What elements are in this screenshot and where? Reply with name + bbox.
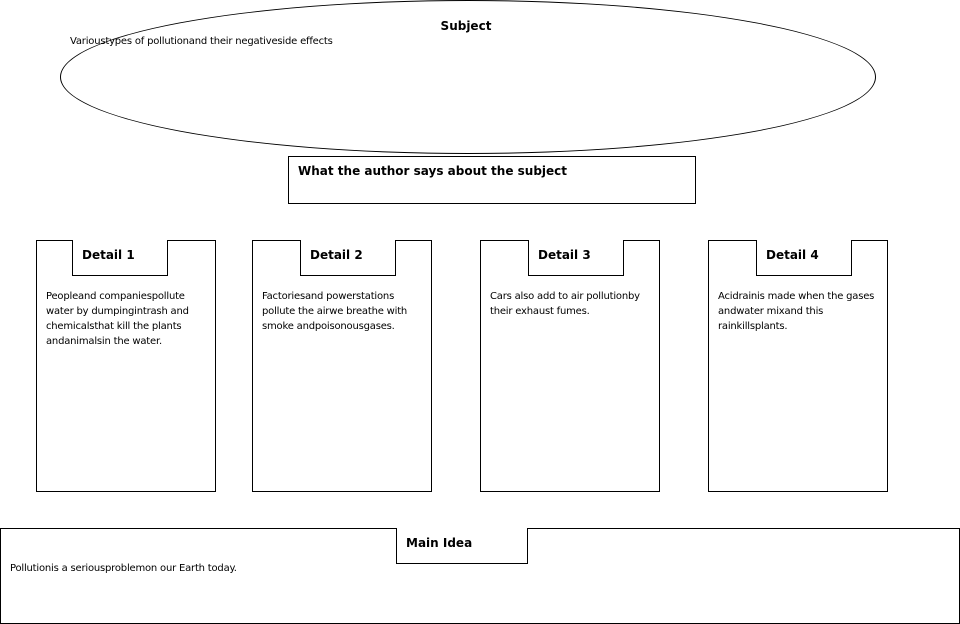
subject-title: Subject: [440, 19, 492, 33]
detail-1-tab: [72, 240, 168, 276]
detail-3-tab: [528, 240, 624, 276]
subject-text: Varioustypes of pollutionand their negat…: [70, 36, 333, 47]
detail-3-title: Detail 3: [538, 248, 591, 262]
detail-3-text: Cars also add to air pollutionby their e…: [490, 291, 640, 317]
detail-2-text: Factoriesand powerstations pollute the a…: [262, 291, 408, 332]
detail-4-title: Detail 4: [766, 248, 819, 262]
detail-4-tab: [756, 240, 852, 276]
detail-2-box: [252, 240, 432, 492]
detail-1-text: Peopleand companiespollute water by dump…: [46, 291, 189, 347]
detail-4-box: [708, 240, 888, 492]
main-idea-text: Pollutionis a seriousproblemon our Earth…: [10, 563, 237, 574]
detail-3-box: [480, 240, 660, 492]
detail-4-text: Acidrainis made when the gases andwater …: [718, 291, 875, 332]
author-box: [288, 156, 696, 204]
detail-1-title: Detail 1: [82, 248, 135, 262]
main-idea-tab: [396, 528, 528, 564]
detail-2-tab: [300, 240, 396, 276]
author-title: What the author says about the subject: [298, 164, 568, 178]
detail-1-box: [36, 240, 216, 492]
detail-2-title: Detail 2: [310, 248, 363, 262]
main-idea-title: Main Idea: [406, 536, 473, 550]
subject-ellipse: [60, 0, 876, 154]
